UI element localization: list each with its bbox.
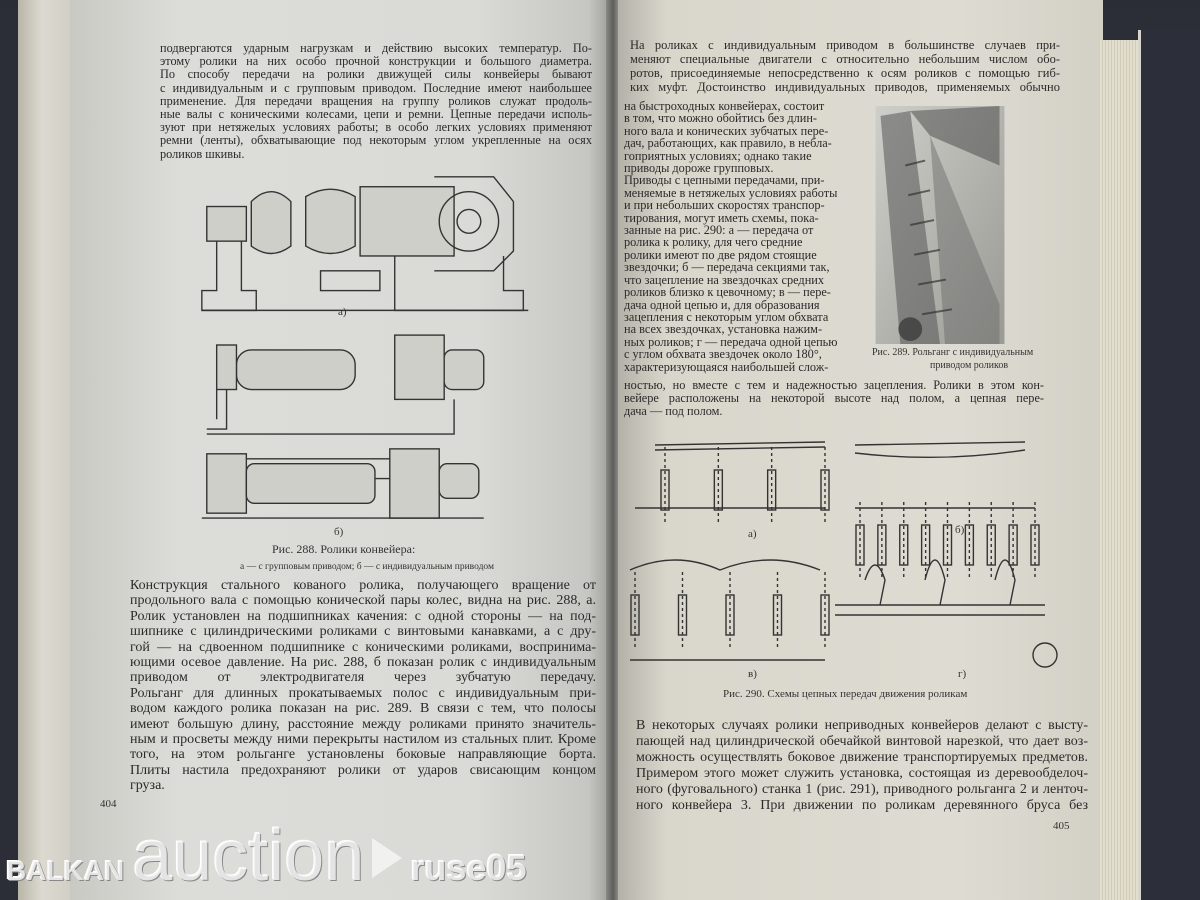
text-line: продольного вала с помощью конической па… xyxy=(130,593,596,609)
roller-individual-drive-drawing-top xyxy=(206,334,485,480)
figure-290-label-a: а) xyxy=(748,528,757,540)
book-gutter xyxy=(606,0,620,900)
text-line: тирования, могут иметь схемы, пока- xyxy=(624,210,819,225)
text-line: характеризующаяся наибольшей слож- xyxy=(624,359,829,374)
left-bottom-paragraph: Конструкция стального кованого ролика, п… xyxy=(130,578,596,794)
text-line: с индивидуальным и с групповым приводом.… xyxy=(160,80,592,95)
figure-288-label-b: б) xyxy=(334,526,344,538)
text-line: ких муфт. Достоинство индивидуальных при… xyxy=(630,80,1060,94)
text-line: Ролик установлен на подшипниках качения:… xyxy=(130,608,596,624)
text-line: Рольганг для длинных прокатываемых полос… xyxy=(130,685,596,701)
page-stack-right xyxy=(1100,40,1140,900)
text-line: ремни (ленты), обхватывающие под некотор… xyxy=(160,133,592,148)
figure-290-label-v: в) xyxy=(748,668,757,680)
page-number-left: 404 xyxy=(100,798,117,810)
text-line: на всех звездочках, установка нажим- xyxy=(624,322,823,337)
text-line: дача одной цепью и, для образования xyxy=(624,297,820,312)
text-line: ролики имеют по две рядом стоящие xyxy=(624,247,817,262)
text-line: роликов близко к цевочному; в — пере- xyxy=(624,285,831,300)
text-line: в том, что можно обойтись без длин- xyxy=(624,111,817,126)
figure-289-caption: Рис. 289. Рольганг с индивидуальным xyxy=(872,347,1034,358)
text-line: приводы дороже групповых. xyxy=(624,161,774,176)
text-line: ных роликов; г — передача одной цепью xyxy=(624,334,838,349)
figure-290-caption: Рис. 290. Схемы цепных передач движения … xyxy=(723,688,968,700)
watermark-line2: auction xyxy=(132,816,365,896)
watermark-logo: BALKAN auction ruse05 xyxy=(6,818,526,898)
watermark-line3: ruse05 xyxy=(410,847,527,888)
text-line: с углом обхвата звездочек около 180°, xyxy=(624,347,822,362)
text-line: Приводы с цепными передачами, при- xyxy=(624,173,825,188)
text-line: гой — на сдвоенном подшипнике с коническ… xyxy=(130,639,596,655)
text-line: ротов, присоединяемые непосредственно к … xyxy=(630,66,1060,80)
text-line: дач, работающих, как правило, в небла- xyxy=(624,136,832,151)
text-line: пающей над цилиндрической обечайкой винт… xyxy=(636,734,1088,749)
text-line: на быстроходных конвейерах, состоит xyxy=(624,99,825,113)
text-line: что зацепление на звездочках средних xyxy=(624,272,824,287)
scheme-g-stands xyxy=(864,559,1058,668)
text-line: зуют при нетяжелых условиях работы; в ос… xyxy=(160,120,592,135)
page-stack-left xyxy=(18,0,78,900)
text-line: дача — под полом. xyxy=(624,404,723,418)
roller-group-drive-drawing xyxy=(201,176,529,312)
page-number-right: 405 xyxy=(1053,820,1070,832)
text-line: роликов шкивы. xyxy=(160,146,245,161)
text-line: занные на рис. 290: а — передача от xyxy=(624,223,814,238)
text-line: меняют специальные двигатели с относител… xyxy=(630,52,1060,66)
right-bottom-paragraph: В некоторых случаях ролики неприводных к… xyxy=(636,718,1088,814)
text-line: Конструкция стального кованого ролика, п… xyxy=(130,578,596,593)
text-line: груза. xyxy=(130,778,165,794)
text-line: ролика к ролику, для чего средние xyxy=(624,235,803,250)
text-line: этому ролики на них особо прочной констр… xyxy=(160,54,592,69)
figure-288-caption: Рис. 288. Ролики конвейера: xyxy=(272,542,416,556)
left-page xyxy=(70,0,610,900)
figure-289-photo xyxy=(875,106,1005,344)
book-cover xyxy=(1138,30,1200,900)
right-continuation-paragraph: ностью, но вместе с тем и надежностью за… xyxy=(624,379,1044,418)
text-line: приводом от электродвигателя через зубча… xyxy=(130,670,596,686)
text-line: водом каждого ролика показан на рис. 289… xyxy=(130,701,596,717)
text-line: можность осуществлять боковое движение т… xyxy=(636,750,1088,765)
right-top-paragraph: На роликах с индивидуальным приводом в б… xyxy=(630,38,1060,94)
text-line: шипнике с цилиндрическими роликами с вин… xyxy=(130,624,596,640)
text-line: подвергаются ударным нагрузкам и действи… xyxy=(160,41,592,55)
text-line: того, на этом рольганге установлены боко… xyxy=(130,747,596,763)
text-line: Примером этого может служить установка, … xyxy=(636,766,1088,781)
text-line: имеют большую длину, расстояние между ро… xyxy=(130,716,596,732)
text-line: звездочки; б — передача секциями так, xyxy=(624,260,830,275)
watermark-line1: BALKAN xyxy=(6,855,125,886)
text-line: ностью, но вместе с тем и надежностью за… xyxy=(624,378,1044,392)
text-line: меняемые в нетяжелых условиях работы xyxy=(624,185,838,200)
text-line: По способу передачи на ролики движущей с… xyxy=(160,67,592,82)
text-line: На роликах с индивидуальным приводом в б… xyxy=(630,38,1060,52)
scheme-a xyxy=(654,441,826,451)
text-line: ным и просветы между ними перекрыты наст… xyxy=(130,732,596,748)
text-line: ного вала и конических зубчатых пере- xyxy=(624,123,829,138)
roller-individual-drive-drawing-plan xyxy=(201,448,484,519)
figure-290-label-b: б) xyxy=(955,524,965,536)
text-line: вейере расположены на некоторой высоте н… xyxy=(624,391,1044,405)
text-line: ного конвейера 3. При движении по ролика… xyxy=(636,798,1088,813)
figure-288-drawing xyxy=(201,176,529,519)
text-line: Плиты настила предохраняют ролики от уда… xyxy=(130,762,596,778)
text-line: гоприятных условиях; однако такие xyxy=(624,148,812,163)
figure-290-label-g: г) xyxy=(958,668,967,680)
text-line: В некоторых случаях ролики неприводных к… xyxy=(636,718,1088,733)
figure-289-caption-line2: приводом роликов xyxy=(930,360,1009,371)
left-top-paragraph: подвергаются ударным нагрузкам и действи… xyxy=(160,41,592,161)
text-line: применение. Для передачи вращения на гру… xyxy=(160,93,592,108)
figure-288-label-a: а) xyxy=(338,306,347,318)
text-line: и при небольших скоростях транспор- xyxy=(624,198,825,213)
text-line: ные валы с коническими колесами, цепи и … xyxy=(160,107,592,122)
watermark-play-icon xyxy=(372,838,403,878)
text-line: ющими осевое давление. На рис. 288, б по… xyxy=(130,655,596,671)
figure-288-subcaption: а — с групповым приводом; б — с индивиду… xyxy=(240,562,494,572)
text-line: зацепления с некоторым углом обхвата xyxy=(624,309,829,324)
text-line: ного (фуговального) станка 1 (рис. 291),… xyxy=(636,782,1088,797)
figure-290-drawing xyxy=(629,441,1058,668)
